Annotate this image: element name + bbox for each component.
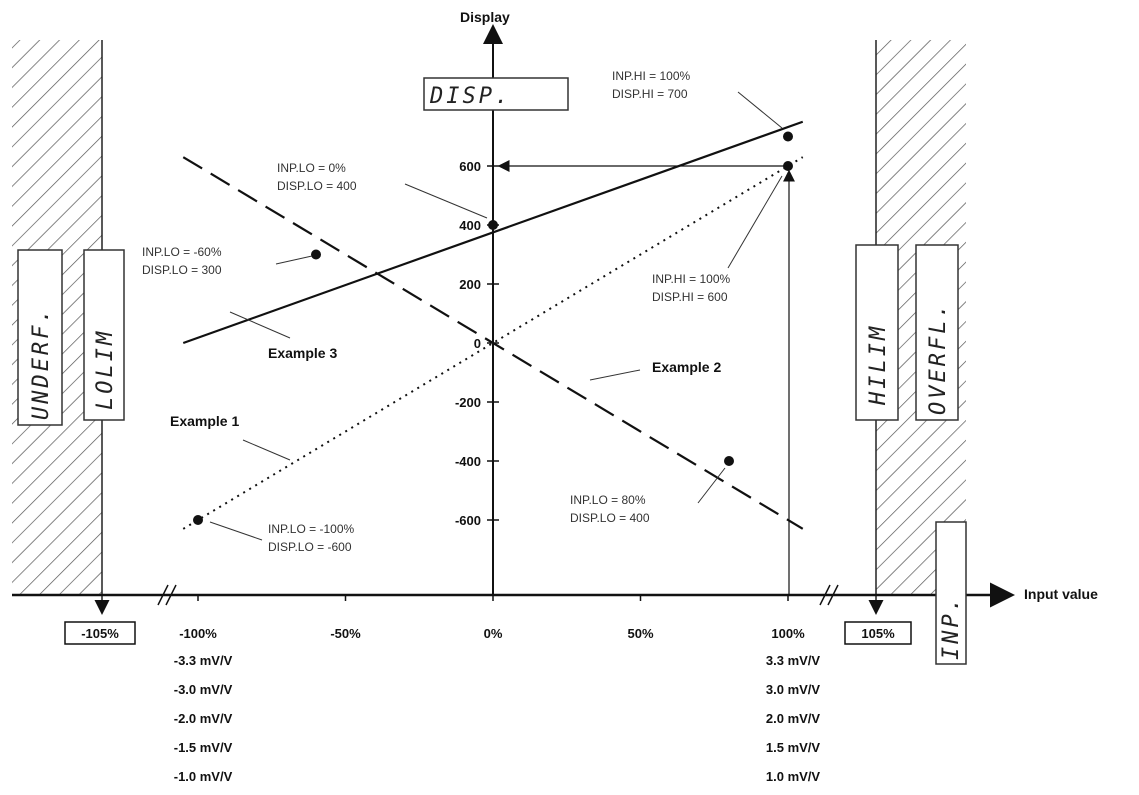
y-tick-label: 400 — [459, 218, 481, 233]
annotation-4-pointer — [404, 183, 488, 219]
y-tick-label: 600 — [459, 159, 481, 174]
annotation-2-line1: INP.LO = 80% — [570, 493, 646, 507]
x-tick-label: -100% — [179, 626, 217, 641]
example-3-pointer — [229, 311, 291, 339]
x-tick-label: -50% — [330, 626, 361, 641]
annotation-4-line2: DISP.LO = 400 — [277, 179, 357, 193]
right-sensitivity-list: 3.3 mV/V 3.0 mV/V 2.0 mV/V 1.5 mV/V 1.0 … — [766, 653, 821, 784]
annotation-6-pointer — [727, 175, 783, 269]
series-line-example-3 — [182, 120, 804, 345]
y-tick-label: -200 — [455, 395, 481, 410]
left-sens-4: -1.0 mV/V — [174, 769, 233, 784]
overfl-lcd-box — [915, 244, 959, 421]
annotation-5-line2: DISP.HI = 700 — [612, 87, 688, 101]
annotation-1-pointer — [209, 521, 263, 541]
left-sens-0: -3.3 mV/V — [174, 653, 233, 668]
y-tick-label: 200 — [459, 277, 481, 292]
data-point-example-2 — [311, 249, 321, 260]
x-axis-label: Input value — [1024, 586, 1098, 602]
overfl-lcd-text: OVERFL. — [926, 301, 951, 415]
axis-break-right — [819, 584, 839, 606]
x-tick-label: 50% — [627, 626, 653, 641]
axis-break-left — [157, 584, 177, 606]
annotation-2-pointer — [697, 467, 726, 504]
data-point-example-1 — [193, 515, 203, 525]
left-sens-3: -1.5 mV/V — [174, 740, 233, 755]
y-tick-label: -600 — [455, 513, 481, 528]
y-axis-label: Display — [460, 9, 510, 25]
right-sens-2: 2.0 mV/V — [766, 711, 821, 726]
annotation-5-line1: INP.HI = 100% — [612, 69, 690, 83]
example-2-label: Example 2 — [652, 359, 721, 375]
annotation-3-line1: INP.LO = -60% — [142, 245, 222, 259]
x-tick-label: 0% — [484, 626, 503, 641]
disp-lcd-box — [423, 77, 569, 111]
annotation-1-line2: DISP.LO = -600 — [268, 540, 352, 554]
underf-lcd-text: UNDERF. — [29, 306, 54, 420]
data-point-example-3 — [783, 131, 793, 142]
disp-lcd-text: DISP. — [429, 84, 511, 109]
underf-lcd-box — [17, 249, 63, 426]
annotation-4-line1: INP.LO = 0% — [277, 161, 346, 175]
right-bound-label: 105% — [861, 626, 895, 641]
example-1-pointer — [242, 439, 291, 461]
right-sens-1: 3.0 mV/V — [766, 682, 821, 697]
inp-lcd-box — [935, 521, 967, 665]
data-point-example-2 — [724, 456, 734, 466]
right-sens-3: 1.5 mV/V — [766, 740, 821, 755]
example-2-pointer — [589, 369, 641, 381]
annotation-2-line2: DISP.LO = 400 — [570, 511, 650, 525]
data-point-example-3 — [488, 220, 498, 230]
series-line-example-2 — [182, 156, 804, 530]
lolim-lcd-box — [83, 249, 125, 421]
left-sens-1: -3.0 mV/V — [174, 682, 233, 697]
right-sens-0: 3.3 mV/V — [766, 653, 821, 668]
right-sens-4: 1.0 mV/V — [766, 769, 821, 784]
y-tick-label: -400 — [455, 454, 481, 469]
hilim-lcd-box — [855, 244, 899, 421]
right-bound-box — [844, 621, 912, 645]
example-1-label: Example 1 — [170, 413, 239, 429]
annotation-3-line2: DISP.LO = 300 — [142, 263, 222, 277]
hilim-lcd-text: HILIM — [866, 324, 891, 406]
series-line-example-1 — [182, 156, 804, 530]
example-3-label: Example 3 — [268, 345, 337, 361]
annotation-1-line1: INP.LO = -100% — [268, 522, 354, 536]
left-sens-2: -2.0 mV/V — [174, 711, 233, 726]
annotation-6-line2: DISP.HI = 600 — [652, 290, 728, 304]
left-sensitivity-list: -3.3 mV/V -3.0 mV/V -2.0 mV/V -1.5 mV/V … — [174, 653, 233, 784]
inp-lcd-text: INP. — [939, 595, 964, 660]
annotation-5-pointer — [737, 91, 783, 129]
lolim-lcd-text: LOLIM — [93, 329, 118, 410]
left-bound-box — [64, 621, 136, 645]
annotation-6-line1: INP.HI = 100% — [652, 272, 730, 286]
y-tick-label: 0 — [474, 336, 481, 351]
left-bound-label: -105% — [81, 626, 119, 641]
annotation-3-pointer — [275, 255, 313, 265]
x-tick-label: 100% — [771, 626, 805, 641]
